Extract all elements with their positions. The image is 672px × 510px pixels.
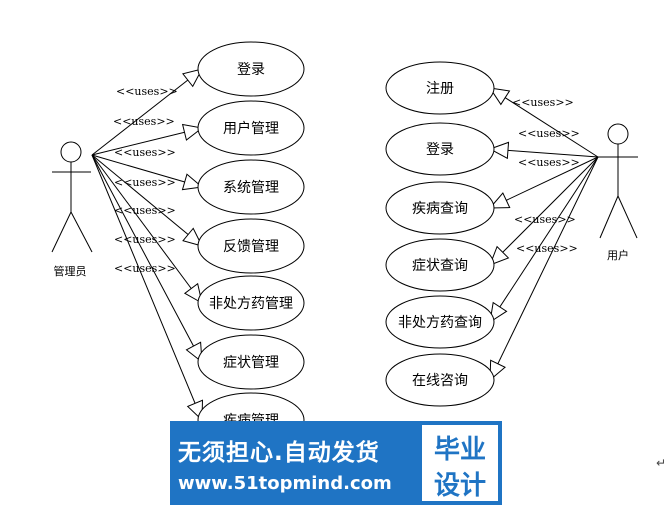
use-case-ellipse — [197, 334, 305, 390]
use-case-label: 登录 — [237, 62, 265, 78]
user-association-arrow — [489, 301, 508, 324]
user-actor-right-leg — [617, 195, 638, 239]
use-case-ellipse — [385, 353, 495, 407]
user-association-arrow — [488, 87, 511, 106]
use-case-label: 登录 — [426, 142, 454, 158]
admin-association-arrow — [182, 68, 203, 88]
admin-association-line — [91, 154, 203, 363]
use-case-label: 疾病查询 — [412, 201, 468, 217]
admin-association-line — [91, 68, 203, 156]
use-case-label: 注册 — [426, 81, 454, 97]
user-association-arrow — [488, 141, 510, 160]
connections: <<uses>> <<uses>> <<uses>> <<uses>> <<uses>>… — [91, 68, 599, 422]
uses-label: <<uses>> — [516, 242, 578, 255]
use-case-ellipse — [385, 238, 495, 292]
admin-actor-head — [60, 141, 82, 163]
uses-label: <<uses>> — [114, 204, 176, 217]
uses-label: <<uses>> — [514, 213, 576, 226]
user-actor: 用户 — [598, 123, 638, 262]
admin-actor-left-leg — [51, 211, 72, 253]
use-case-ellipse — [197, 275, 305, 331]
use-case-label: 系统管理 — [223, 180, 279, 196]
user-association-arrow — [489, 245, 510, 266]
admin-association-line — [91, 154, 203, 421]
admin-actor-label: 管理员 — [54, 264, 87, 278]
admin-association-arrow — [181, 123, 204, 141]
admin-actor: 管理员 — [51, 141, 93, 278]
uses-label: <<uses>> — [113, 115, 175, 128]
use-cases: 登录用户管理系统管理反馈管理非处方药管理症状管理疾病管理注册登录疾病查询症状查询… — [197, 41, 495, 448]
use-case-ellipse — [197, 159, 305, 215]
use-case-ellipse — [385, 295, 495, 349]
banner-tag-line2: 设计 — [433, 471, 486, 501]
uses-label: <<uses>> — [114, 233, 176, 246]
uses-label: <<uses>> — [114, 146, 176, 159]
admin-association-arrow — [183, 282, 203, 304]
admin-association-line — [91, 154, 203, 304]
admin-association-line — [91, 154, 203, 247]
uses-label: <<uses>> — [116, 85, 178, 98]
use-case-ellipse — [385, 181, 495, 235]
banner-tag-line1: 毕业 — [433, 435, 486, 465]
admin-association-line — [91, 127, 203, 156]
user-association-line — [489, 156, 599, 323]
banner-url: www.51topmind.com — [178, 473, 392, 494]
use-case-label: 非处方药查询 — [398, 315, 482, 331]
use-case-label: 在线咨询 — [412, 373, 468, 389]
uses-label: <<uses>> — [512, 96, 574, 109]
paragraph-mark: ↵ — [656, 456, 667, 470]
banner-slogan: 无须担心.自动发货 — [178, 440, 380, 466]
use-case-ellipse — [385, 122, 495, 176]
user-actor-head — [607, 123, 629, 145]
banner-tag-box: 毕业 设计 — [422, 425, 498, 501]
admin-association-arrow — [181, 173, 204, 191]
use-case-ellipse — [385, 61, 495, 115]
user-association-line — [489, 87, 599, 158]
user-association-line — [489, 156, 599, 381]
use-case-label: 用户管理 — [223, 120, 279, 137]
uses-label: <<uses>> — [518, 127, 580, 140]
watermark-banner: 无须担心.自动发货 www.51topmind.com 毕业 设计 — [170, 421, 502, 505]
uses-label: <<uses>> — [114, 176, 176, 189]
user-association-line — [489, 156, 599, 209]
use-case-ellipse — [197, 218, 305, 274]
use-case-ellipse — [197, 41, 305, 97]
admin-association-line — [91, 154, 203, 188]
user-association-arrow — [488, 192, 511, 209]
use-case-ellipse — [197, 100, 305, 156]
user-association-line — [489, 156, 599, 266]
banner-left: 无须担心.自动发货 www.51topmind.com — [170, 421, 418, 505]
use-case-label: 症状查询 — [412, 258, 468, 274]
uses-label: <<uses>> — [518, 156, 580, 169]
user-actor-left-leg — [599, 195, 619, 239]
admin-actor-right-leg — [70, 211, 93, 253]
use-case-label: 症状管理 — [223, 355, 279, 371]
uses-label: <<uses>> — [114, 262, 176, 275]
user-actor-label: 用户 — [607, 248, 629, 262]
use-case-label: 非处方药管理 — [209, 296, 293, 312]
admin-association-arrow — [182, 227, 203, 247]
use-case-label: 反馈管理 — [223, 239, 279, 255]
